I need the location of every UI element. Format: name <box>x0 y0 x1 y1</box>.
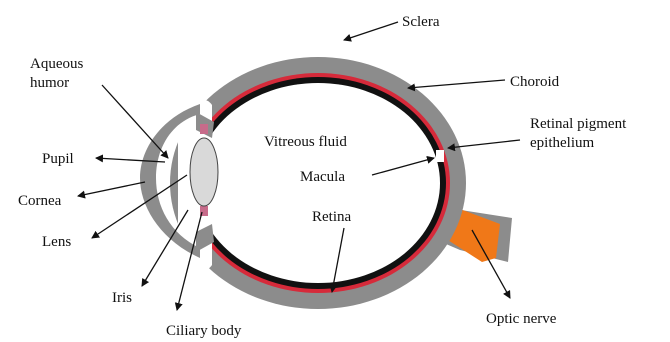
arrow-cornea <box>78 182 145 196</box>
label-retinal-pigment-1: Retinal pigment <box>530 116 627 132</box>
arrow-aqueous <box>102 85 168 158</box>
label-sclera: Sclera <box>402 14 440 30</box>
arrow-sclera <box>344 22 398 40</box>
label-pupil: Pupil <box>42 151 74 167</box>
macula-notch <box>436 150 444 162</box>
label-iris: Iris <box>112 290 132 306</box>
arrow-choroid <box>408 80 505 88</box>
label-choroid: Choroid <box>510 74 560 90</box>
lens-shape <box>190 138 218 206</box>
label-retinal-pigment-2: epithelium <box>530 135 594 151</box>
label-retina: Retina <box>312 209 351 225</box>
label-lens: Lens <box>42 234 71 250</box>
label-macula: Macula <box>300 169 345 185</box>
label-ciliary-body: Ciliary body <box>166 323 242 339</box>
arrow-retinal-pigment <box>448 140 520 148</box>
label-optic-nerve: Optic nerve <box>486 311 557 327</box>
label-cornea: Cornea <box>18 193 62 209</box>
label-aqueous-humor-1: Aqueous <box>30 56 83 72</box>
label-aqueous-humor-2: humor <box>30 75 69 91</box>
label-vitreous-fluid: Vitreous fluid <box>264 134 347 150</box>
ciliary-upper <box>200 124 208 134</box>
